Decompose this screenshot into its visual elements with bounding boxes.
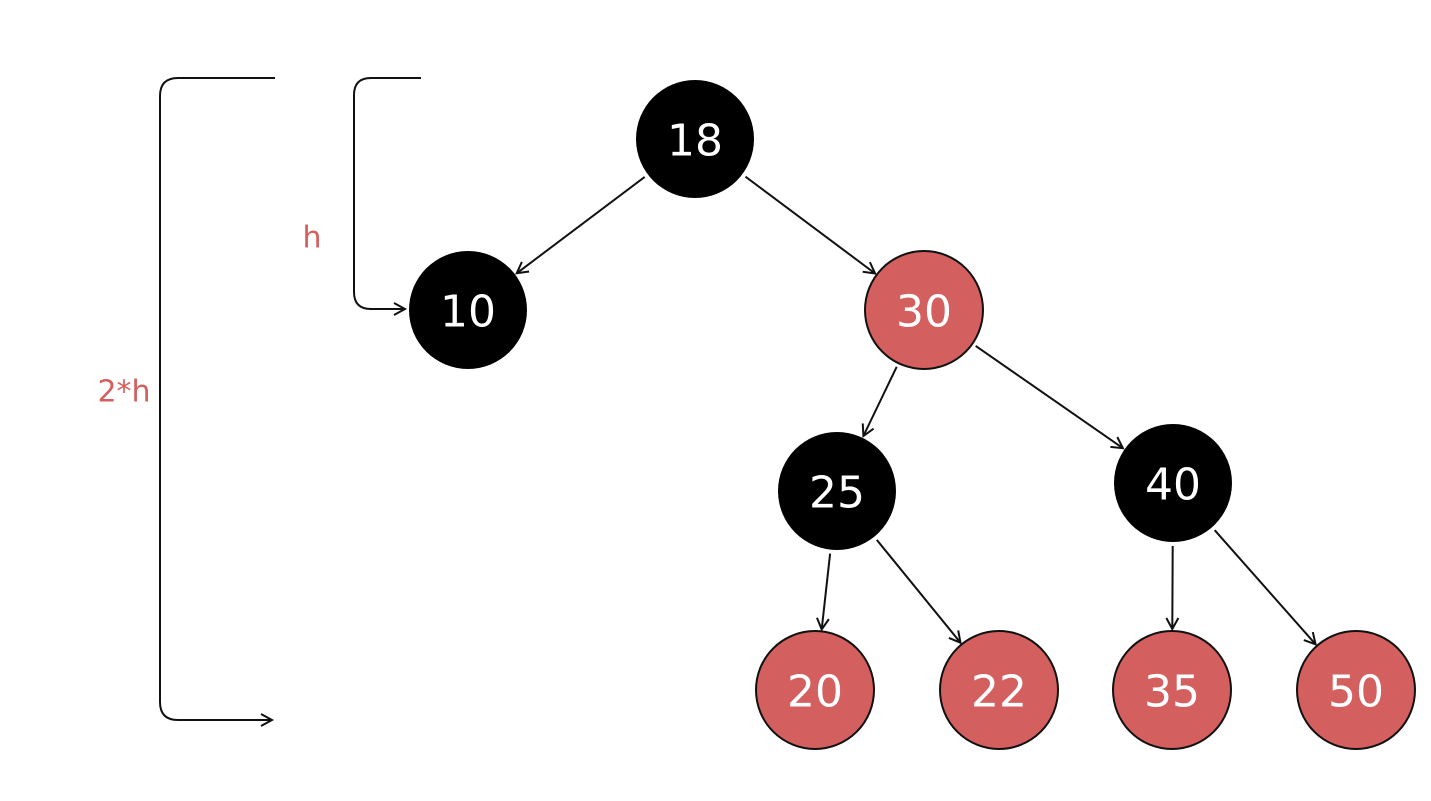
node-circle — [1296, 630, 1416, 750]
node-value: 35 — [1144, 667, 1200, 718]
tree-edges — [515, 175, 1317, 646]
tree-node-10: 10 — [409, 251, 527, 369]
edge-30-25 — [861, 366, 898, 438]
node-value: 18 — [667, 116, 723, 167]
height-h-label: h — [302, 221, 321, 256]
node-value: 10 — [440, 287, 496, 338]
tree-node-18: 18 — [636, 80, 754, 198]
node-circle — [939, 630, 1059, 750]
node-value: 30 — [896, 287, 952, 338]
node-value: 22 — [971, 667, 1027, 718]
tree-node-22: 22 — [939, 630, 1059, 750]
height-2h-bracket — [159, 77, 275, 727]
tree-node-35: 35 — [1112, 630, 1232, 750]
tree-nodes: 18 10 30 25 40 20 22 35 — [409, 80, 1416, 750]
edge-18-10 — [515, 176, 646, 275]
node-circle — [1114, 424, 1232, 542]
node-circle — [778, 432, 896, 550]
edge-18-30 — [744, 175, 877, 275]
height-2h-label: 2*h — [97, 375, 150, 410]
node-value: 50 — [1328, 667, 1384, 718]
node-value: 40 — [1145, 460, 1201, 511]
node-value: 20 — [787, 667, 843, 718]
node-circle — [864, 250, 984, 370]
edge-40-50 — [1213, 529, 1317, 646]
node-value: 25 — [809, 468, 865, 519]
edge-30-40 — [975, 345, 1125, 450]
tree-node-30: 30 — [864, 250, 984, 370]
tree-node-25: 25 — [778, 432, 896, 550]
tree-node-20: 20 — [755, 630, 875, 750]
edge-25-20 — [816, 553, 832, 632]
edge-25-22 — [876, 539, 962, 645]
tree-node-50: 50 — [1296, 630, 1416, 750]
node-circle — [409, 251, 527, 369]
height-h-bracket — [353, 77, 421, 316]
tree-node-40: 40 — [1114, 424, 1232, 542]
node-circle — [636, 80, 754, 198]
node-circle — [755, 630, 875, 750]
node-circle — [1112, 630, 1232, 750]
